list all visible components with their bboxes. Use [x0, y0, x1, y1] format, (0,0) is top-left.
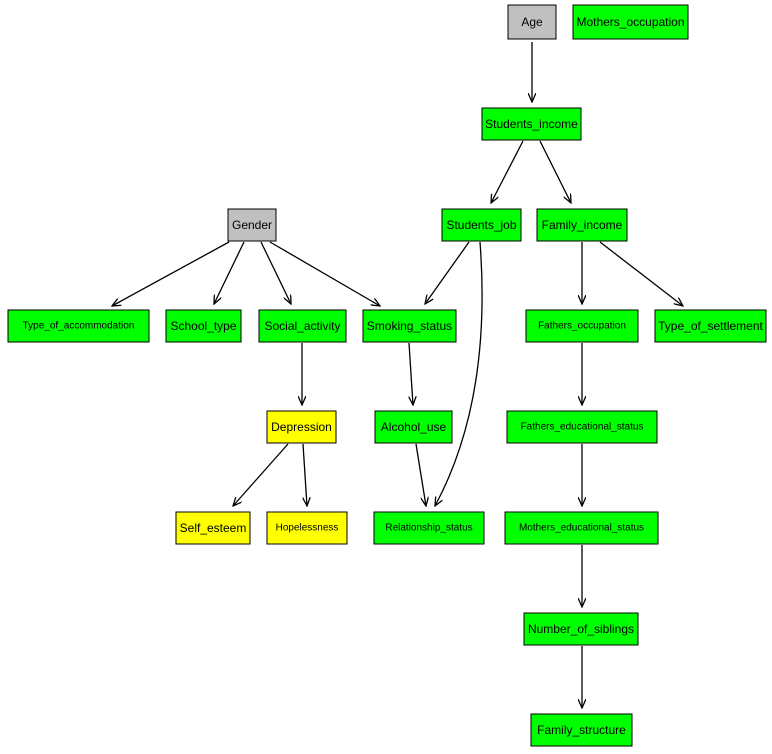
node-alcohol-use: Alcohol_use — [374, 410, 453, 444]
node-box — [530, 713, 633, 747]
node-students-job: Students_job — [441, 208, 522, 242]
node-students-income: Students_income — [481, 107, 582, 141]
node-box — [258, 309, 347, 343]
node-label: Smoking_status — [367, 319, 452, 333]
node-box — [507, 4, 557, 40]
node-fathers-occupation: Fathers_occupation — [525, 309, 639, 343]
node-number-of-siblings: Number_of_siblings — [523, 612, 639, 646]
node-gender: Gender — [227, 208, 277, 242]
node-box — [266, 410, 337, 444]
node-family-structure: Family_structure — [530, 713, 633, 747]
edge-gender-to-type-of-accommodation — [112, 241, 230, 306]
node-box — [227, 208, 277, 242]
node-type-of-settlement: Type_of_settlement — [654, 309, 767, 343]
node-label: Social_activity — [264, 319, 340, 333]
node-label: Mothers_occupation — [576, 15, 684, 29]
node-box — [266, 511, 348, 545]
node-type-of-accommodation: Type_of_accommodation — [7, 309, 150, 343]
node-label: Mothers_educational_status — [519, 523, 644, 534]
node-box — [441, 208, 522, 242]
node-layer: Age Mothers_occupationStudents_incomeGend… — [7, 4, 767, 747]
node-box — [373, 511, 485, 545]
node-mothers-educational-status: Mothers_educational_status — [504, 511, 659, 545]
edge-smoking-status-to-alcohol-use — [408, 342, 413, 405]
node-label: Fathers_educational_status — [521, 422, 644, 433]
edge-students-income-to-family-income — [539, 140, 571, 203]
node-box — [374, 410, 453, 444]
node-label: Self_esteem — [180, 521, 247, 535]
node-box — [175, 511, 251, 545]
node-label: Fathers_occupation — [538, 321, 626, 332]
node-family-income: Family_income — [536, 208, 628, 242]
node-box — [7, 309, 150, 343]
node-box — [523, 612, 639, 646]
node-label: Hopelessness — [276, 523, 339, 534]
edge-family-income-to-type-of-settlement — [599, 241, 683, 306]
edge-gender-to-social-activity — [260, 241, 291, 304]
node-label: Type_of_accommodation — [23, 321, 135, 332]
node-label: Number_of_siblings — [528, 622, 634, 636]
node-label: Students_job — [446, 218, 516, 232]
node-label: Family_income — [542, 218, 623, 232]
node-age: Age — [507, 4, 557, 40]
edge-depression-to-self-esteem — [233, 443, 289, 506]
node-hopelessness: Hopelessness — [266, 511, 348, 545]
node-box — [525, 309, 639, 343]
edge-students-job-to-relationship-status — [435, 241, 483, 506]
node-mothers-occupation: Mothers_occupation — [572, 4, 689, 40]
edge-alcohol-use-to-relationship-status — [415, 443, 426, 506]
node-box — [654, 309, 767, 343]
node-label: Type_of_settlement — [658, 319, 763, 333]
node-label: Alcohol_use — [381, 420, 447, 434]
node-smoking-status: Smoking_status — [362, 309, 457, 343]
node-social-activity: Social_activity — [258, 309, 347, 343]
node-box — [572, 4, 689, 40]
edge-layer — [112, 42, 683, 708]
edge-gender-to-smoking-status — [269, 241, 380, 306]
node-box — [481, 107, 582, 141]
node-self-esteem: Self_esteem — [175, 511, 251, 545]
node-label: Relationship_status — [385, 523, 472, 534]
node-label: Depression — [271, 420, 332, 434]
node-box — [506, 410, 658, 444]
edge-students-income-to-students-job — [491, 140, 524, 203]
node-fathers-educational-status: Fathers_educational_status — [506, 410, 658, 444]
node-label: Family_structure — [537, 723, 626, 737]
edge-depression-to-hopelessness — [302, 443, 307, 506]
edge-students-job-to-smoking-status — [425, 241, 470, 304]
node-label: Age — [521, 15, 543, 29]
node-school-type: School_type — [165, 309, 242, 343]
node-box — [504, 511, 659, 545]
node-label: School_type — [170, 319, 236, 333]
node-box — [362, 309, 457, 343]
node-depression: Depression — [266, 410, 337, 444]
node-box — [536, 208, 628, 242]
edge-gender-to-school-type — [214, 241, 245, 304]
node-box — [165, 309, 242, 343]
node-relationship-status: Relationship_status — [373, 511, 485, 545]
node-label: Students_income — [485, 117, 578, 131]
node-label: Gender — [232, 218, 272, 232]
